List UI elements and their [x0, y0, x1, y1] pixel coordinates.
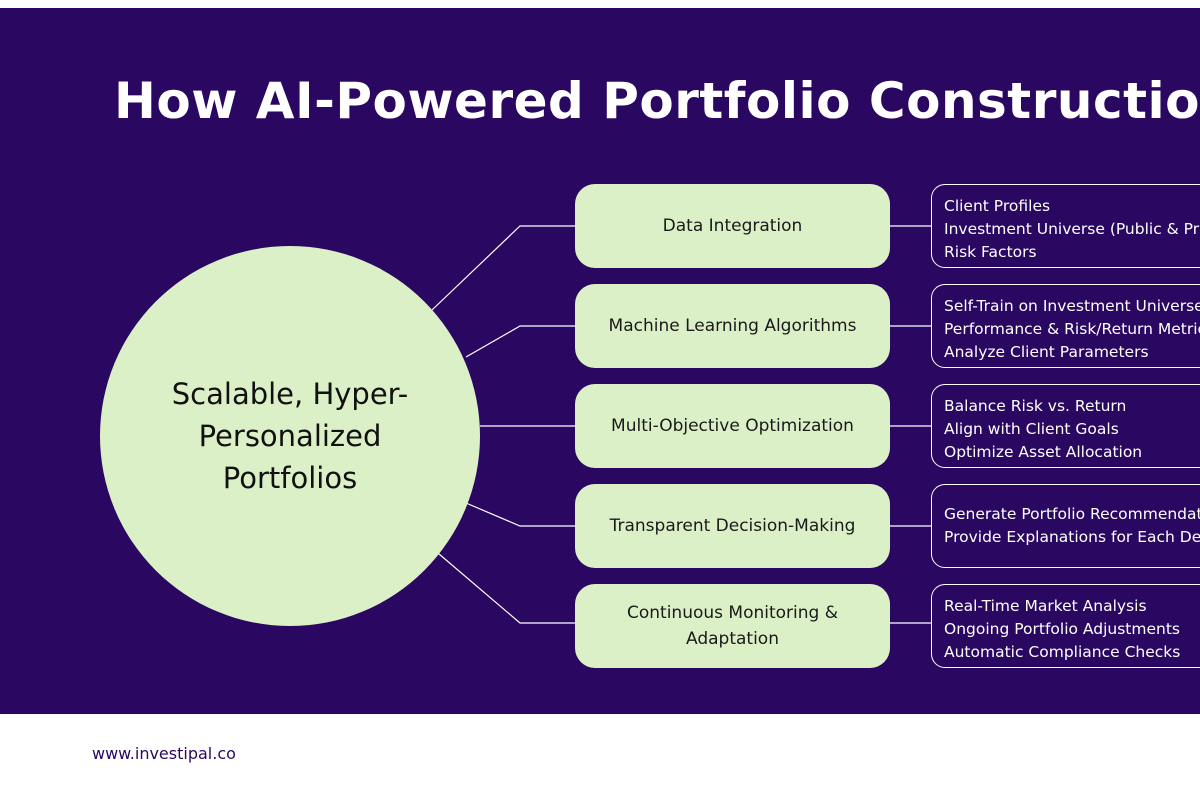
detail-item: Self-Train on Investment Universe	[944, 297, 1200, 315]
hub-label: Scalable, Hyper-Personalized Portfolios	[171, 377, 409, 495]
stage-node-data-integration: Data Integration	[575, 184, 890, 268]
detail-box-machine-learning: Self-Train on Investment Universe Perfor…	[931, 284, 1200, 368]
connector-hub-stage-5	[431, 547, 575, 624]
stage-node-machine-learning: Machine Learning Algorithms	[575, 284, 890, 368]
detail-item: Client Profiles	[944, 197, 1051, 215]
detail-item: Provide Explanations for Each Decision	[944, 528, 1200, 546]
stage-node-decision-making: Transparent Decision-Making	[575, 484, 890, 568]
stage-label: Multi-Objective Optimization	[611, 416, 854, 436]
stage-label: Machine Learning Algorithms	[608, 316, 857, 336]
stage-node-monitoring: Continuous Monitoring & Adaptation	[575, 584, 890, 668]
diagram-panel: How AI-Powered Portfolio Construction Wo…	[0, 8, 1200, 714]
detail-item: Performance & Risk/Return Metrics	[944, 320, 1200, 338]
connector-lines	[431, 225, 931, 624]
detail-item: Analyze Client Parameters	[944, 343, 1149, 361]
connector-hub-stage-4	[465, 502, 575, 527]
detail-item: Balance Risk vs. Return	[944, 397, 1127, 415]
detail-item: Generate Portfolio Recommendations	[944, 505, 1200, 523]
footer-url: www.investipal.co	[92, 744, 236, 763]
detail-item: Optimize Asset Allocation	[944, 443, 1143, 461]
connector-hub-stage-2	[465, 325, 575, 358]
detail-box-optimization: Balance Risk vs. Return Align with Clien…	[931, 384, 1200, 468]
detail-item: Ongoing Portfolio Adjustments	[944, 620, 1180, 638]
detail-item: Align with Client Goals	[944, 420, 1119, 438]
detail-box-monitoring: Real-Time Market Analysis Ongoing Portfo…	[931, 584, 1200, 668]
stage-label: Data Integration	[662, 216, 803, 236]
stage-label: Transparent Decision-Making	[609, 516, 856, 536]
detail-item: Investment Universe (Public & Private)	[944, 220, 1200, 238]
stage-node-optimization: Multi-Objective Optimization	[575, 384, 890, 468]
detail-box-decision-making: Generate Portfolio Recommendations Provi…	[931, 484, 1200, 568]
detail-item: Risk Factors	[944, 243, 1037, 261]
diagram-title: How AI-Powered Portfolio Construction Wo…	[114, 72, 1200, 130]
connector-hub-stage-1	[431, 225, 575, 311]
detail-item: Automatic Compliance Checks	[944, 643, 1181, 661]
hub-node: Scalable, Hyper-Personalized Portfolios	[100, 246, 480, 626]
stage-label: Continuous Monitoring & Adaptation	[627, 603, 838, 649]
detail-box-data-integration: Client Profiles Investment Universe (Pub…	[931, 184, 1200, 268]
detail-item: Real-Time Market Analysis	[944, 597, 1147, 615]
